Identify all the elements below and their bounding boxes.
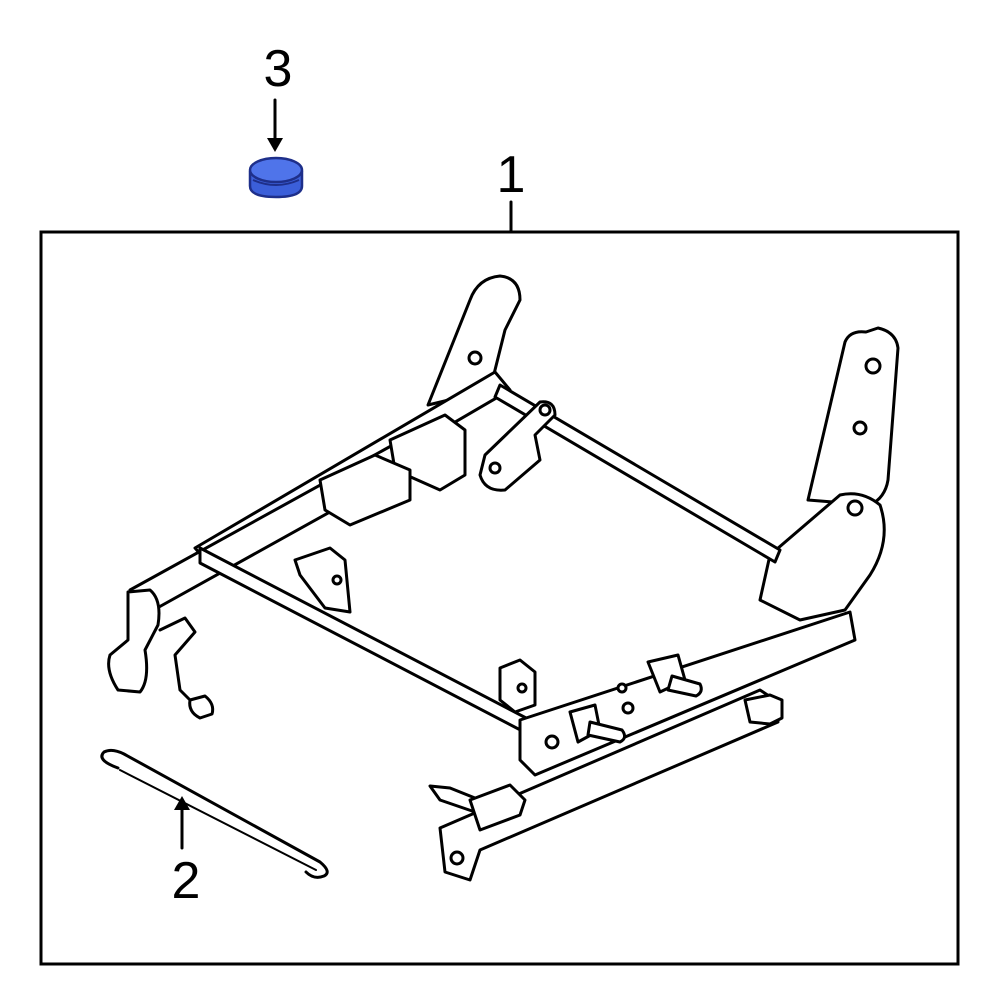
callout-label-1[interactable]: 1 bbox=[497, 146, 526, 204]
part-2-wire-rod[interactable] bbox=[100, 748, 329, 879]
callout-arrow-2 bbox=[174, 796, 190, 850]
callout-label-3[interactable]: 3 bbox=[264, 40, 293, 98]
wire-rod bbox=[100, 748, 329, 879]
front-lever bbox=[107, 588, 161, 694]
callout-arrow-3 bbox=[267, 98, 283, 152]
left-rear-bracket bbox=[426, 274, 522, 407]
cap-top bbox=[248, 156, 304, 184]
assembly-frame-box bbox=[39, 230, 960, 966]
rear-cross-bar bbox=[493, 383, 782, 564]
callout-label-2[interactable]: 2 bbox=[172, 852, 201, 910]
front-cross-bar bbox=[198, 546, 532, 737]
right-rear-bracket bbox=[806, 326, 900, 507]
part-3-cap[interactable] bbox=[248, 156, 304, 199]
right-lower-bracket bbox=[758, 492, 886, 622]
part-1-seat-adjuster[interactable] bbox=[107, 274, 900, 882]
right-lower-rail bbox=[438, 688, 780, 882]
